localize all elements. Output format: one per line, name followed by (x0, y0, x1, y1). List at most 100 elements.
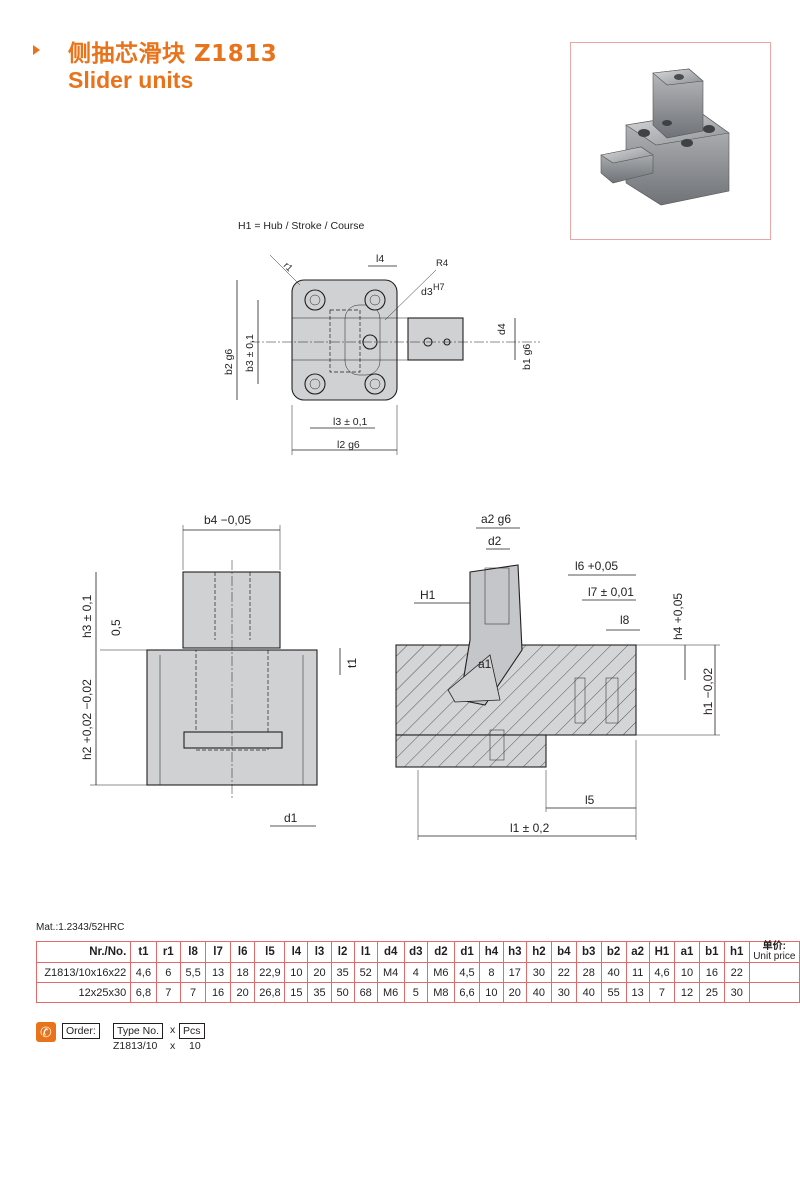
dim-b1: b1 g6 (521, 344, 533, 370)
table-cell: 35 (307, 982, 332, 1003)
dim-b2: b2 g6 (223, 349, 235, 375)
table-cell: 26,8 (254, 982, 286, 1003)
table-cell: 4,5 (453, 962, 481, 983)
table-cell: 28 (575, 962, 602, 983)
order-x: x (170, 1024, 176, 1036)
title-bullet-icon (33, 45, 40, 55)
table-header-cell: h4 (479, 941, 504, 963)
table-cell: 22 (723, 962, 750, 983)
table-cell: 5 (403, 982, 428, 1003)
dim-l5: l5 (585, 793, 595, 807)
dim-b3: b3 ± 0,1 (244, 334, 256, 372)
dim-r1: r1 (281, 260, 295, 274)
table-header-cell: l6 (229, 941, 256, 963)
table-cell: 20 (229, 982, 256, 1003)
unit-price-header: 单价:Unit price (748, 941, 800, 963)
table-cell: 18 (229, 962, 256, 983)
table-header-cell: H1 (648, 941, 676, 963)
dim-h7: H7 (433, 282, 445, 292)
dim-t1: t1 (345, 658, 359, 668)
table-header-cell: l7 (205, 941, 231, 963)
dim-l6: l6 +0,05 (575, 559, 618, 573)
table-cell: M4 (376, 962, 405, 983)
table-cell: 22 (550, 962, 577, 983)
front-view-drawing: b4 −0,05 h3 ± 0,1 0,5 h2 +0,02 −0,02 t1 … (80, 513, 359, 827)
order-example-type: Z1813/10 (113, 1040, 158, 1052)
dim-h1-stroke: H1 (420, 588, 436, 602)
table-header-cell: d3 (403, 941, 428, 963)
top-view-drawing: H1 = Hub / Stroke / Course l2 g6 l3 ± 0,… (223, 220, 540, 455)
dim-l7: l7 ± 0,01 (588, 585, 634, 599)
table-cell: 12 (674, 982, 700, 1003)
table-cell: 10 (674, 962, 700, 983)
table-header-cell: l5 (254, 941, 286, 963)
table-cell: 40 (600, 962, 627, 983)
table-cell: 30 (723, 982, 750, 1003)
table-header-cell: d2 (426, 941, 455, 963)
table-header-cell: l1 (353, 941, 378, 963)
table-cell: 15 (284, 982, 309, 1003)
table-header-cell: b2 (600, 941, 627, 963)
table-cell: 55 (600, 982, 627, 1003)
table-cell: M8 (426, 982, 455, 1003)
table-cell: 20 (307, 962, 332, 983)
dim-d1: d1 (284, 811, 298, 825)
table-header-cell: l2 (330, 941, 355, 963)
table-header-cell: d1 (453, 941, 481, 963)
table-header-cell: h3 (502, 941, 527, 963)
dim-h2: h2 +0,02 −0,02 (80, 679, 94, 760)
dim-a2: a2 g6 (481, 512, 511, 526)
table-row-model: 12x25x30 (35, 982, 132, 1003)
table-header-cell: b4 (550, 941, 577, 963)
dim-d2: d2 (488, 534, 502, 548)
dim-a1: a1 (478, 657, 492, 671)
table-cell: 6,6 (453, 982, 481, 1003)
table-header-cell: b3 (575, 941, 602, 963)
table-cell: 10 (284, 962, 309, 983)
material-spec: Mat.:1.2343/52HRC (36, 922, 125, 933)
dim-r4: R4 (436, 258, 448, 269)
table-cell: 13 (625, 982, 650, 1003)
order-pcs-label: Pcs (179, 1023, 205, 1039)
table-cell: 11 (625, 962, 650, 983)
dim-h1: h1 −0,02 (701, 668, 715, 715)
table-cell: 5,5 (179, 962, 207, 983)
table-header-cell: d4 (376, 941, 405, 963)
phone-order-icon: ✆ (36, 1022, 56, 1042)
table-cell: 35 (330, 962, 355, 983)
table-cell: 50 (330, 982, 355, 1003)
table-cell: 68 (353, 982, 378, 1003)
order-type-label: Type No. (113, 1023, 164, 1039)
dim-d3: d3 (421, 286, 433, 298)
dim-l3: l3 ± 0,1 (333, 416, 368, 428)
table-header-cell: a1 (674, 941, 700, 963)
table-cell: 16 (698, 962, 725, 983)
table-header-cell: h1 (723, 941, 750, 963)
side-view-drawing: a2 g6 d2 H1 l6 +0,05 l7 ± 0,01 l8 h4 +0,… (395, 512, 720, 840)
dim-l1: l1 ± 0,2 (510, 821, 550, 835)
table-cell: 52 (353, 962, 378, 983)
table-header-cell: l8 (179, 941, 207, 963)
unit-price-cn: 单价: (762, 941, 786, 952)
table-cell: 17 (502, 962, 527, 983)
table-cell: 6,8 (130, 982, 157, 1003)
dim-b4: b4 −0,05 (204, 513, 251, 527)
table-cell: 25 (698, 982, 725, 1003)
title-english: Slider units (68, 67, 194, 93)
table-header-cell: r1 (155, 941, 181, 963)
dim-h3: h3 ± 0,1 (80, 594, 94, 638)
table-cell: 7 (179, 982, 207, 1003)
table-cell: 13 (205, 962, 231, 983)
order-label: Order: (62, 1023, 100, 1039)
table-cell: 4,6 (648, 962, 676, 983)
table-cell: 4 (403, 962, 428, 983)
table-header-cell: Nr./No. (35, 941, 132, 963)
unit-price-cell (748, 962, 800, 983)
stroke-note: H1 = Hub / Stroke / Course (238, 220, 365, 232)
table-cell: 30 (525, 962, 552, 983)
table-cell: 16 (205, 982, 231, 1003)
table-header-cell: a2 (625, 941, 650, 963)
